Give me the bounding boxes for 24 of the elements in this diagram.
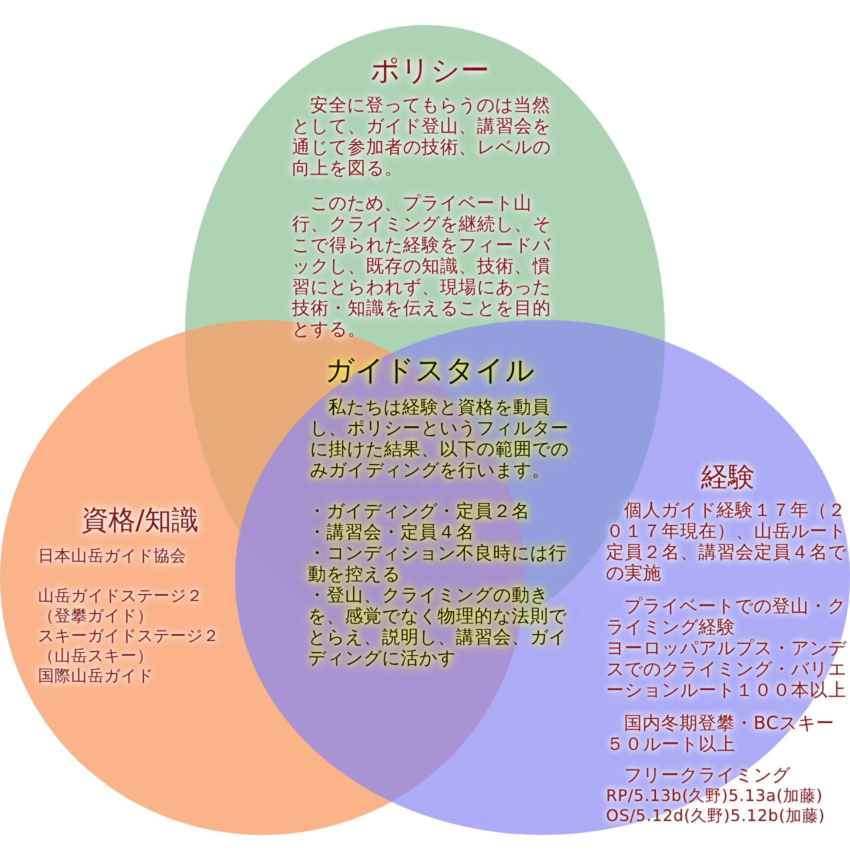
list-item: 国際山岳ガイド	[38, 666, 154, 686]
paragraph: このため、プライベート山行、クライミングを継続し、そこで得られた経験をフィードバックし、既存の知識、技術、慣習にとらわれず、現場にあった技術・知識を伝えることを目的とする。	[292, 193, 552, 340]
paragraph: フリークライミング	[623, 765, 792, 786]
list-item: ・ガイディング・定員２名	[308, 501, 531, 522]
list-item: ・講習会・定員４名	[308, 522, 476, 543]
circle-heading: ポリシー	[370, 52, 490, 88]
circle-heading: 経験	[700, 461, 756, 495]
paragraph: 国内冬期登攀・BCスキー５０ルート以上	[606, 713, 836, 755]
list-item: OS/5.12d(久野)5.12b(加藤)	[606, 806, 826, 826]
circle-heading: 資格/知識	[80, 504, 200, 538]
list-item: （登攀ガイド）	[38, 606, 154, 626]
paragraph: 私たちは経験と資格を動員し、ポリシーというフィルターに掛けた結果、以下の範囲でのみガイディングを行います。	[310, 397, 570, 481]
list-item: ・登山、クライミングの動きを、感覚でなく物理的な法則でとらえ、説明し、講習会、ガイディングに活かす	[308, 585, 568, 669]
list-item: （山岳スキー）	[38, 646, 154, 666]
paragraph: 個人ガイド経験１７年（２０１７年現在）、山岳ルート定員２名、講習会定員４名での実施	[606, 500, 848, 584]
paragraph: 安全に登ってもらうのは当然として、ガイド登山、講習会を通じて参加者の技術、レベルの向上を図る。	[292, 95, 552, 179]
list-item: ・コンディション不良時には行動を控える	[308, 543, 568, 585]
list-item: 山岳ガイドステージ２	[38, 586, 204, 606]
paragraph: プライベートでの登山・クライミング経験	[606, 596, 847, 638]
list-item: スキーガイドステージ２	[38, 626, 220, 646]
list-item: RP/5.13b(久野)5.13a(加藤)	[606, 786, 824, 806]
paragraph: ヨーロッパアルプス・アンデスでのクライミング・バリエーションルート１００本以上	[606, 638, 848, 701]
circle-heading: ガイドスタイル	[324, 352, 536, 388]
list-item: 日本山岳ガイド協会	[38, 546, 188, 566]
